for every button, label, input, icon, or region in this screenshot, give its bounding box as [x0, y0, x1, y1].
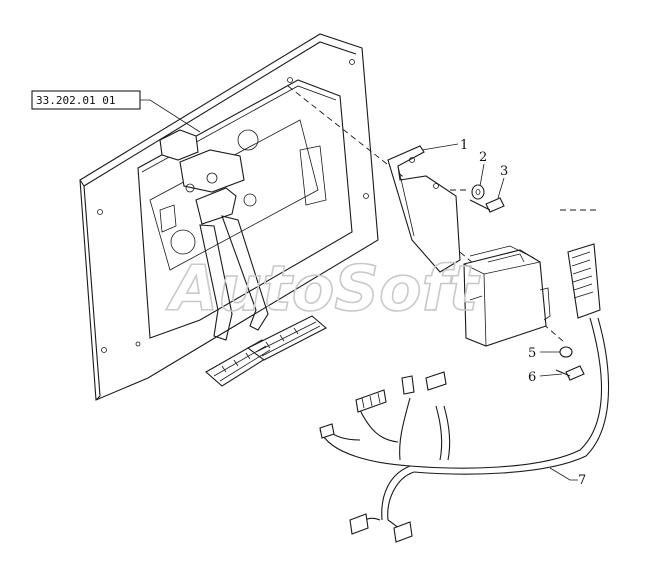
control-unit[interactable] [463, 245, 551, 347]
watermark-text: AutoSoft [165, 252, 481, 325]
wiring-harness[interactable] [319, 317, 610, 543]
pedal-mechanism [159, 129, 327, 387]
callout-2: 2 [479, 150, 487, 165]
ecu-connector[interactable] [567, 243, 601, 319]
callout-1: 1 [460, 138, 468, 153]
cab-frame-panel [79, 33, 379, 401]
callout-6: 6 [528, 370, 536, 385]
reference-box[interactable]: 33.202.01 01 [31, 90, 201, 133]
callout-5: 5 [528, 346, 536, 361]
bolt-3[interactable] [469, 197, 505, 213]
washer-5[interactable] [559, 346, 573, 358]
washer-2[interactable] [471, 184, 485, 200]
callout-3: 3 [500, 164, 508, 179]
bolt-6[interactable] [555, 365, 585, 381]
callout-7: 7 [578, 473, 586, 488]
reference-box-label: 33.202.01 01 [36, 94, 115, 107]
